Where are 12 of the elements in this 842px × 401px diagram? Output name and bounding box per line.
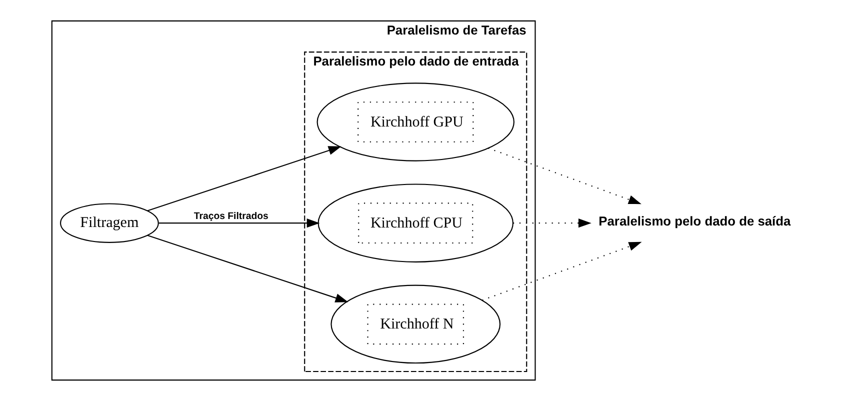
node-text: Paralelismo pelo dado de saída [598,213,791,228]
node-ellipse: Kirchhoff N [330,284,501,364]
arrow [482,242,642,301]
arrow [488,148,642,204]
arrow [158,218,320,228]
edge-label: Traços Filtrados [194,210,268,222]
arrow [513,218,592,228]
node-ellipse: Filtragem [60,203,159,243]
arrow [147,234,348,302]
node-ellipse: Kirchhoff GPU [316,82,514,162]
node-ellipse: Kirchhoff CPU [318,184,514,262]
arrow [147,146,342,212]
